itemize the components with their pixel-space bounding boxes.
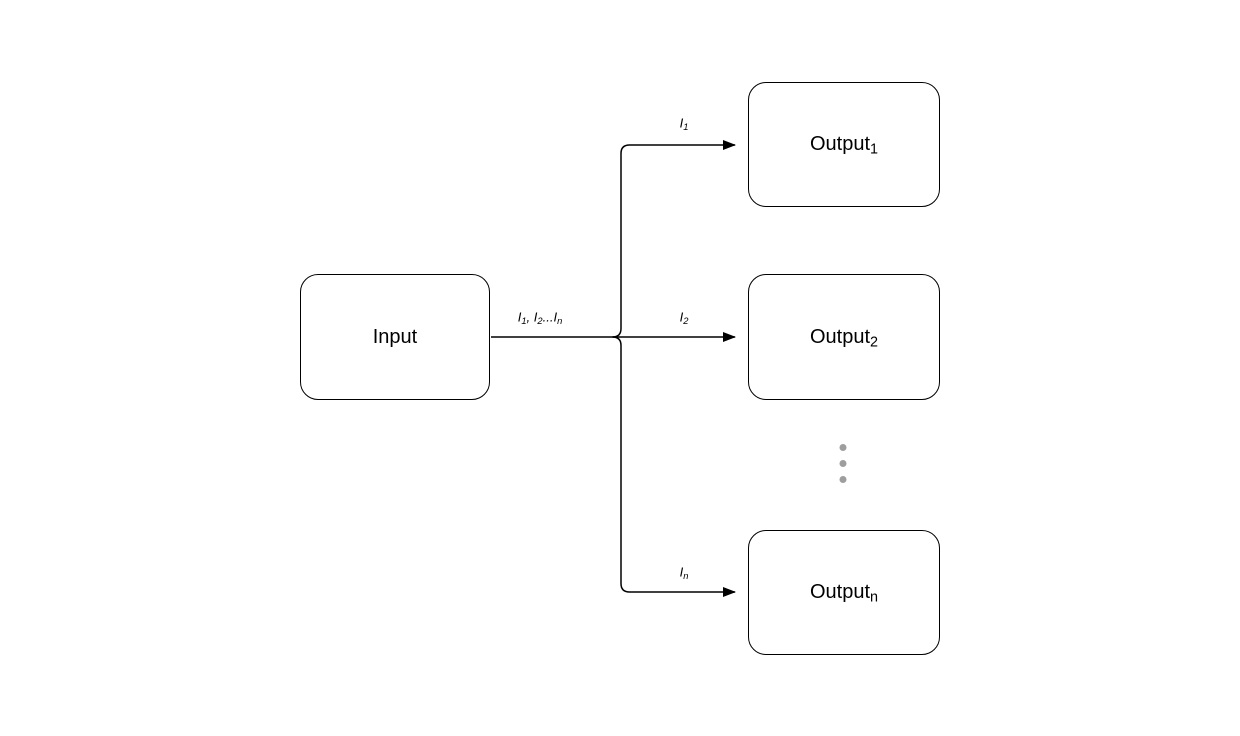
label-text: I: [679, 564, 684, 580]
ellipsis-dots: [839, 444, 847, 483]
node-output-n: Outputn: [748, 530, 940, 655]
edge-label-main: I1, I2...In: [517, 309, 563, 326]
node-output-1-label: Output1: [809, 133, 879, 158]
node-input-label: Input: [372, 325, 418, 348]
node-output-2: Output2: [748, 274, 940, 400]
label-subscript: 2: [683, 315, 689, 326]
label-subscript: n: [870, 589, 879, 606]
label-subscript: 2: [870, 334, 879, 351]
edge-label-in: In: [679, 564, 689, 581]
ellipsis-dot: [839, 476, 847, 483]
ellipsis-dot: [839, 444, 847, 451]
ellipsis-dot: [839, 460, 847, 467]
label-text: Output: [809, 581, 871, 603]
label-subscript: 2: [537, 315, 543, 326]
label-text: I: [679, 309, 684, 325]
node-output-n-label: Outputn: [809, 581, 879, 606]
label-text: , I: [526, 309, 538, 325]
edge-label-i1: I1: [679, 115, 689, 132]
label-text: I: [517, 309, 522, 325]
edge-label-i2: I2: [679, 309, 689, 326]
node-input: Input: [300, 274, 490, 400]
node-output-1: Output1: [748, 82, 940, 207]
node-output-2-label: Output2: [809, 325, 879, 351]
label-text: Output: [809, 133, 871, 155]
label-text: Output: [809, 325, 871, 348]
label-subscript: n: [683, 570, 689, 581]
label-subscript: 1: [683, 121, 689, 132]
label-text: I: [679, 115, 684, 131]
edge-to-output1: [612, 140, 736, 338]
label-subscript: 1: [521, 315, 527, 326]
label-text: ...: [542, 309, 554, 325]
label-subscript: 1: [870, 141, 879, 158]
label-subscript: n: [557, 315, 563, 326]
edge-to-outputn: [612, 336, 736, 597]
label-text: I: [553, 309, 558, 325]
